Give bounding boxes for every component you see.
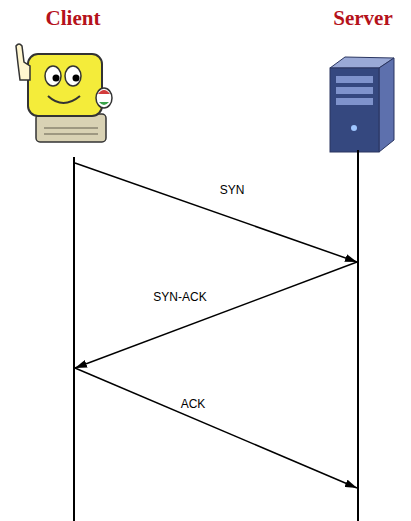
mouse <box>96 88 112 108</box>
participant-heading: Server <box>313 6 411 30</box>
pupil <box>53 75 60 82</box>
message-arrow <box>75 368 357 488</box>
drive-bay <box>336 76 373 83</box>
smile <box>48 96 80 103</box>
keyboard-line <box>44 133 98 135</box>
connector-group <box>75 163 357 488</box>
message-arrow <box>75 163 357 262</box>
monitor-body <box>28 54 102 116</box>
participant-heading: Client <box>23 6 123 30</box>
drive-bay <box>336 87 373 94</box>
server-side <box>379 58 394 152</box>
drive-bay <box>336 98 373 105</box>
server-front <box>330 68 379 152</box>
message-arrow <box>75 262 357 368</box>
eye <box>65 66 81 86</box>
mouse-detail <box>99 102 109 105</box>
message-label: ACK <box>181 397 206 411</box>
server-tower-icon <box>330 57 394 152</box>
client-computer-cartoon <box>16 44 112 142</box>
keyboard-line <box>44 127 98 129</box>
mouse-button <box>98 90 110 94</box>
pupil <box>73 75 80 82</box>
participant-lifeline: Server <box>357 150 359 521</box>
power-light <box>351 125 357 131</box>
eye <box>45 66 61 86</box>
message-label: SYN <box>220 183 245 197</box>
message-label: SYN-ACK <box>153 290 206 304</box>
computer-base <box>36 114 106 142</box>
pointing-hand <box>16 44 30 80</box>
participant-lifeline: Client <box>73 157 75 521</box>
